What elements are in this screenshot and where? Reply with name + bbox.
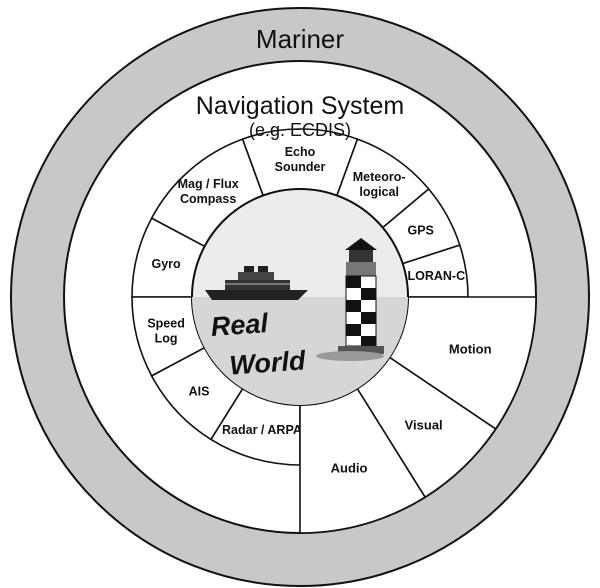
sensor-label: Gyro xyxy=(152,257,182,271)
navigation-system-label: Navigation System xyxy=(196,92,404,120)
center-label-real: Real xyxy=(210,308,269,342)
navigation-system-sublabel: (e.g. ECDIS) xyxy=(249,120,351,140)
output-label: Visual xyxy=(405,418,443,433)
output-label: Audio xyxy=(331,461,368,476)
lighthouse-icon xyxy=(316,238,384,361)
sensor-label: Radar / ARPA xyxy=(222,423,302,437)
real-world-circle: Real World xyxy=(191,188,409,406)
mariner-label: Mariner xyxy=(256,24,344,54)
center-label-world: World xyxy=(228,345,306,380)
output-label: Motion xyxy=(449,342,492,357)
sensor-label: GPS xyxy=(407,223,433,237)
sensor-label: AIS xyxy=(189,384,210,398)
sensor-label: LORAN-C xyxy=(407,269,465,283)
sensor-label: Meteoro-logical xyxy=(353,170,406,199)
ship-icon xyxy=(205,266,308,300)
